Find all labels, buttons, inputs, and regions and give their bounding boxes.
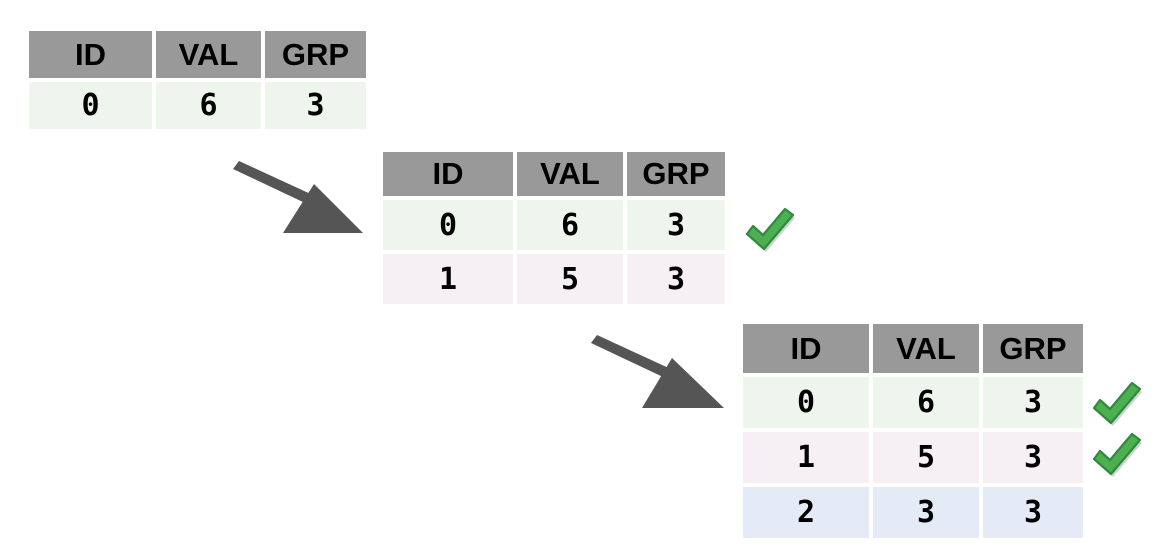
cell-id: 0 [29, 82, 152, 129]
table-header-row: ID VAL GRP [383, 152, 725, 196]
cell-val: 6 [517, 200, 623, 250]
table-header-row: ID VAL GRP [743, 324, 1083, 373]
cell-grp: 3 [983, 487, 1083, 538]
table-row: 2 3 3 [743, 487, 1083, 538]
cell-val: 3 [873, 487, 979, 538]
cell-val: 6 [873, 377, 979, 428]
header-cell-id: ID [383, 152, 513, 196]
cell-id: 2 [743, 487, 869, 538]
table-row: 1 5 3 [743, 432, 1083, 483]
header-cell-grp: GRP [983, 324, 1083, 373]
cell-val: 5 [873, 432, 979, 483]
cell-id: 1 [743, 432, 869, 483]
header-cell-val: VAL [517, 152, 623, 196]
check-icon [745, 207, 795, 252]
table-step-1: ID VAL GRP 0 6 3 [29, 31, 366, 129]
cell-grp: 3 [627, 200, 725, 250]
header-cell-id: ID [29, 31, 152, 78]
cell-grp: 3 [983, 432, 1083, 483]
cell-id: 0 [383, 200, 513, 250]
table-row: 0 6 3 [383, 200, 725, 250]
arrow-step1-to-step2 [233, 161, 363, 233]
table-header-row: ID VAL GRP [29, 31, 366, 78]
cell-grp: 3 [627, 254, 725, 304]
arrow-step2-to-step3 [591, 335, 724, 408]
cell-val: 6 [156, 82, 261, 129]
table-row: 0 6 3 [743, 377, 1083, 428]
check-icon [1092, 432, 1142, 477]
header-cell-grp: GRP [627, 152, 725, 196]
cell-id: 1 [383, 254, 513, 304]
header-cell-val: VAL [873, 324, 979, 373]
table-step-2: ID VAL GRP 0 6 3 1 5 3 [383, 152, 725, 304]
table-step-3: ID VAL GRP 0 6 3 1 5 3 2 3 3 [743, 324, 1083, 538]
cell-id: 0 [743, 377, 869, 428]
header-cell-grp: GRP [265, 31, 366, 78]
cell-grp: 3 [265, 82, 366, 129]
cell-grp: 3 [983, 377, 1083, 428]
header-cell-val: VAL [156, 31, 261, 78]
header-cell-id: ID [743, 324, 869, 373]
check-icon [1092, 381, 1142, 426]
table-row: 0 6 3 [29, 82, 366, 129]
table-row: 1 5 3 [383, 254, 725, 304]
cell-val: 5 [517, 254, 623, 304]
